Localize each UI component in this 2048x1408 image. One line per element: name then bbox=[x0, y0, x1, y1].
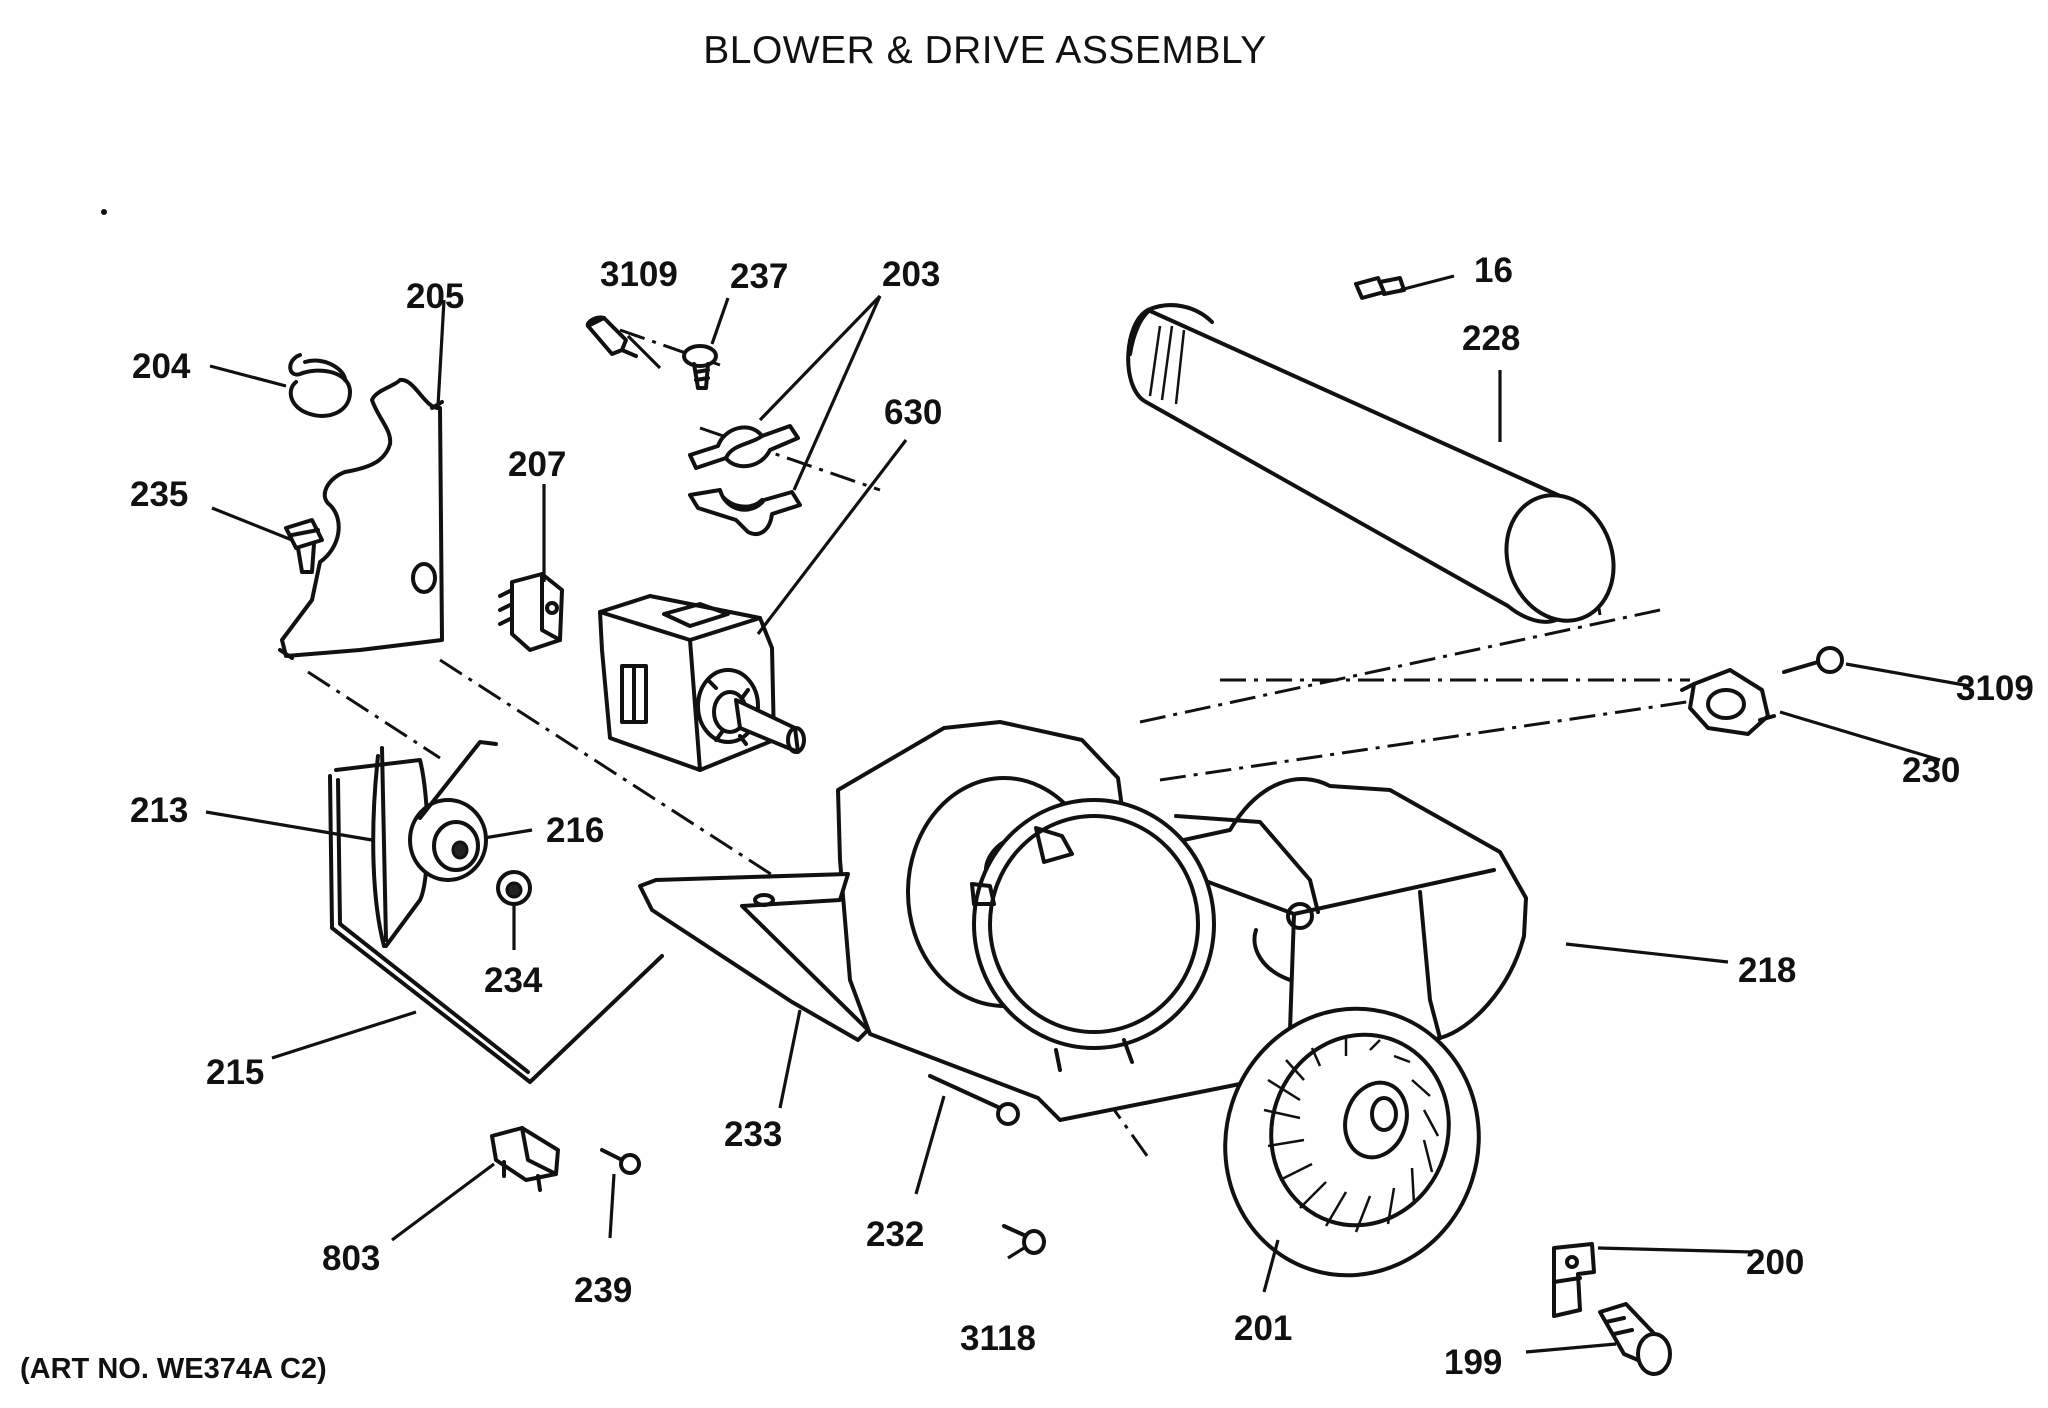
callout-201: 201 bbox=[1234, 1309, 1292, 1348]
callout-16: 16 bbox=[1474, 251, 1513, 290]
diagram-title: BLOWER & DRIVE ASSEMBLY bbox=[703, 29, 1266, 72]
callout-230: 230 bbox=[1902, 751, 1960, 790]
callout-630: 630 bbox=[884, 393, 942, 432]
part-235-push-pin bbox=[284, 518, 324, 574]
callout-labels: 16 228 3109 230 218 200 199 201 3118 232… bbox=[130, 251, 2034, 1382]
part-216-idler-pulley bbox=[408, 740, 498, 882]
part-230-thermostat bbox=[1680, 668, 1776, 736]
part-3118-screw bbox=[1002, 1224, 1046, 1255]
part-201-blower-wheel bbox=[1223, 1006, 1481, 1278]
part-3109-right-screw bbox=[1782, 646, 1844, 674]
part-204-clip bbox=[288, 353, 352, 418]
part-200-bracket bbox=[1552, 1242, 1596, 1318]
art-number: (ART NO. WE374A C2) bbox=[20, 1353, 327, 1385]
part-233-base-rail bbox=[638, 872, 870, 1042]
callout-218: 218 bbox=[1738, 951, 1796, 990]
callout-235: 235 bbox=[130, 475, 188, 514]
callout-228: 228 bbox=[1462, 319, 1520, 358]
callout-234: 234 bbox=[484, 961, 543, 1000]
part-234-washer bbox=[496, 870, 532, 906]
callout-205: 205 bbox=[406, 277, 464, 316]
callout-239: 239 bbox=[574, 1271, 632, 1310]
callout-213: 213 bbox=[130, 791, 188, 830]
part-203-clamps bbox=[688, 424, 802, 536]
callout-3109-right: 3109 bbox=[1956, 669, 2034, 708]
callout-803: 803 bbox=[322, 1239, 380, 1278]
part-205-mounting-plate bbox=[278, 378, 444, 660]
callout-200: 200 bbox=[1746, 1243, 1804, 1282]
callout-leader-lines bbox=[205, 274, 1971, 1354]
callout-215: 215 bbox=[206, 1053, 264, 1092]
callout-207: 207 bbox=[508, 445, 566, 484]
callout-3118: 3118 bbox=[960, 1319, 1036, 1358]
part-232-pin bbox=[928, 1074, 1020, 1126]
callout-237: 237 bbox=[730, 257, 788, 296]
part-803-connector bbox=[490, 1126, 560, 1192]
callout-216: 216 bbox=[546, 811, 604, 850]
part-228-duct bbox=[1126, 303, 1616, 624]
callout-232: 232 bbox=[866, 1215, 924, 1254]
part-237-screw bbox=[682, 344, 718, 390]
callout-233: 233 bbox=[724, 1115, 782, 1154]
part-207-switch bbox=[498, 572, 564, 652]
callout-203: 203 bbox=[882, 255, 940, 294]
callout-199: 199 bbox=[1444, 1343, 1502, 1382]
part-239-screw bbox=[600, 1148, 641, 1175]
part-16-screw bbox=[1354, 276, 1406, 300]
part-215-tension-spring bbox=[328, 774, 664, 1084]
part-630-motor bbox=[598, 594, 806, 772]
part-3109-top-screw bbox=[585, 315, 638, 358]
stray-dot-mark bbox=[101, 209, 107, 215]
callout-204: 204 bbox=[132, 347, 191, 386]
part-199-screw bbox=[1598, 1302, 1672, 1376]
callout-3109-top: 3109 bbox=[600, 255, 678, 294]
